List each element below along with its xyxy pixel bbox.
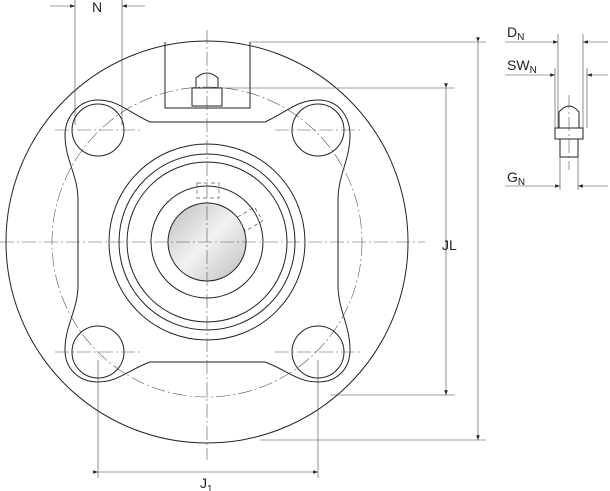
- centerlines: [0, 30, 425, 460]
- grease-nipple-detail: [554, 34, 588, 190]
- dim-overall-height: [250, 37, 486, 441]
- dim-j1: [93, 360, 319, 478]
- dim-n-label: N: [92, 0, 102, 15]
- dim-swn-label: SWN: [507, 57, 537, 76]
- set-screws: [196, 182, 264, 232]
- dim-j1-label: J1: [200, 475, 213, 491]
- dim-jl: [222, 83, 455, 396]
- dim-jl-label: JL: [442, 237, 457, 253]
- dim-dn-label: DN: [507, 24, 524, 43]
- lube-boss: [164, 42, 251, 109]
- dim-gn-label: GN: [507, 169, 525, 188]
- dim-n: [50, 0, 145, 125]
- nipple-dimension-arrows: [505, 40, 608, 188]
